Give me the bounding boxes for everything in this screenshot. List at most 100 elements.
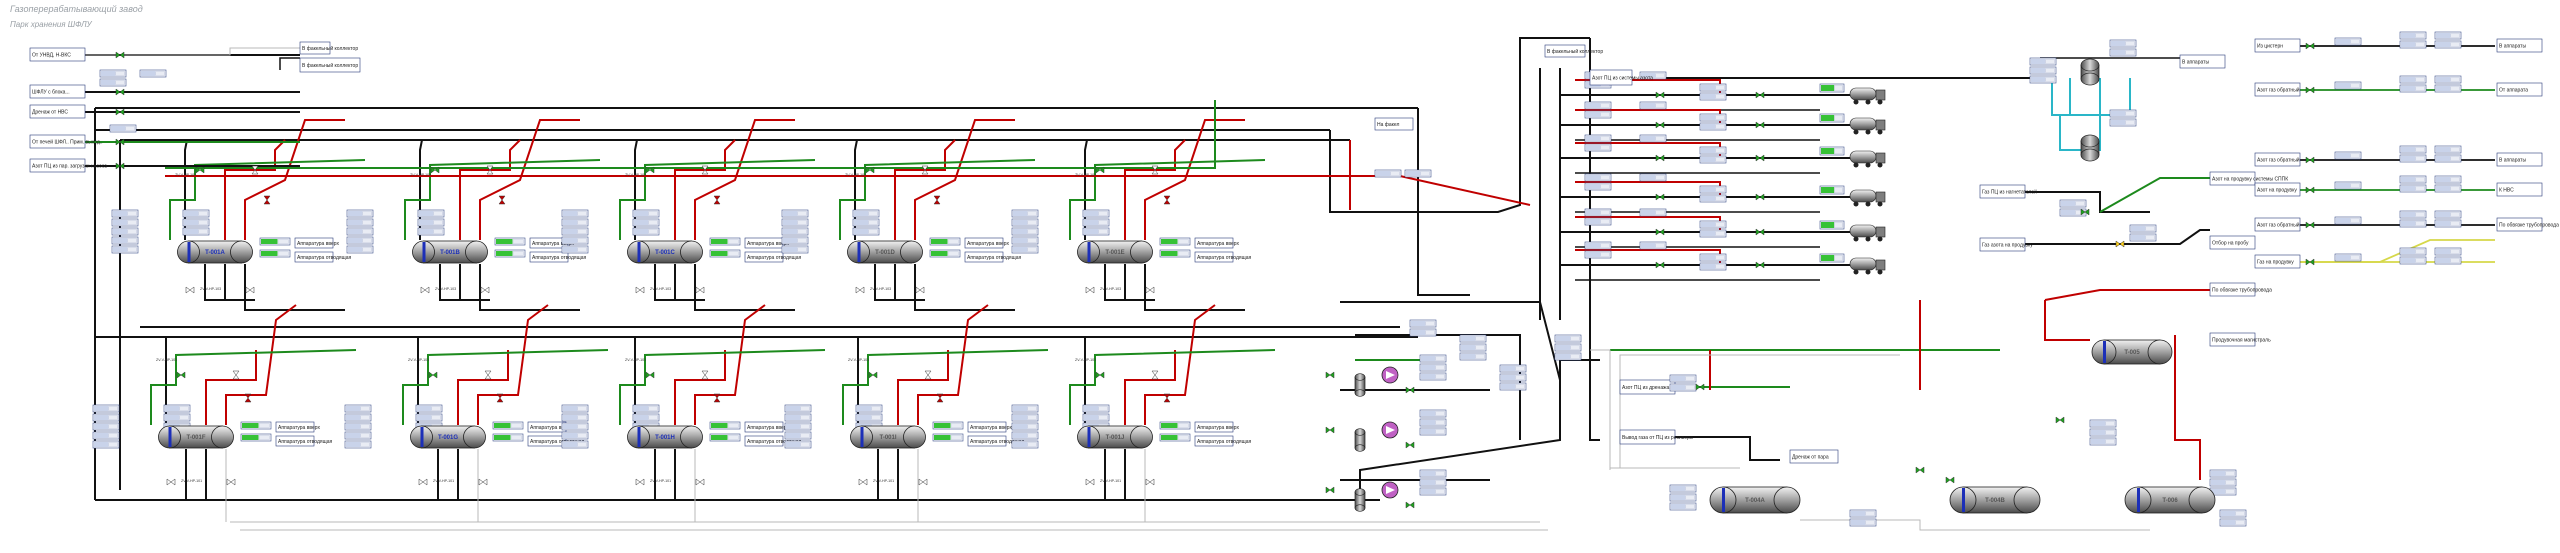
storage-tank-top-5[interactable]: T-001E	[1077, 240, 1153, 264]
pump-valve-icon[interactable]	[1325, 371, 1335, 379]
loading-instrument-box[interactable]	[1639, 134, 1667, 143]
loading-instrument-box[interactable]	[1699, 262, 1727, 271]
drain-valve-icon[interactable]	[635, 286, 645, 294]
loading-instrument-box[interactable]	[1699, 155, 1727, 164]
nitrogen-instrument-box[interactable]	[2029, 66, 2057, 75]
loading-valve-icon[interactable]	[1655, 154, 1665, 162]
tank-instrument-box[interactable]	[632, 218, 660, 227]
aux-tank-1[interactable]: T-004A	[1709, 486, 1801, 514]
line-instrument-box[interactable]	[2434, 247, 2462, 256]
storage-tank-bottom-3[interactable]: T-001H	[627, 425, 703, 449]
loading-valve-icon[interactable]	[1655, 121, 1665, 129]
tank-status-box[interactable]	[1159, 249, 1191, 258]
line-valve-icon[interactable]	[2305, 156, 2315, 164]
relief-valve-icon[interactable]	[496, 393, 504, 403]
tank-instrument-box[interactable]	[111, 209, 139, 218]
loading-instrument-box[interactable]	[1639, 208, 1667, 217]
aux-valve-icon[interactable]	[1945, 476, 1955, 484]
aux-instrument-box[interactable]	[1669, 502, 1697, 511]
safety-valve-icon[interactable]	[484, 370, 492, 380]
tank-instrument-box[interactable]	[632, 209, 660, 218]
pump-valve-icon[interactable]	[1325, 426, 1335, 434]
tank-instrument-box[interactable]	[417, 227, 445, 236]
line-instrument-box[interactable]	[2059, 199, 2087, 208]
line-valve-icon[interactable]	[2080, 208, 2090, 216]
tank-instrument-box[interactable]	[92, 431, 120, 440]
line-instrument-box[interactable]	[2434, 84, 2462, 93]
line-instrument-box[interactable]	[1374, 169, 1402, 178]
tank-instrument-box[interactable]	[346, 227, 374, 236]
safety-valve-icon[interactable]	[195, 166, 205, 174]
storage-tank-top-3[interactable]: T-001C	[627, 240, 703, 264]
tank-instrument-box[interactable]	[561, 209, 589, 218]
line-instrument-box[interactable]	[1499, 382, 1527, 391]
line-valve-icon[interactable]	[2305, 86, 2315, 94]
tank-instrument-box[interactable]	[182, 218, 210, 227]
loading-instrument-box[interactable]	[1639, 173, 1667, 182]
drain-valve-icon[interactable]	[858, 478, 868, 486]
tank-instrument-box[interactable]	[855, 404, 883, 413]
safety-valve-icon[interactable]	[701, 165, 709, 175]
tank-instrument-box[interactable]	[632, 404, 660, 413]
drain-valve-icon[interactable]	[1085, 478, 1095, 486]
pump-instrument-box[interactable]	[1419, 354, 1447, 363]
nitrogen-instrument-box[interactable]	[2029, 75, 2057, 84]
tank-instrument-box[interactable]	[784, 440, 812, 449]
tank-instrument-box[interactable]	[784, 404, 812, 413]
tank-status-box[interactable]	[932, 433, 964, 442]
nitrogen-instrument-box[interactable]	[2109, 118, 2137, 127]
tank-instrument-box[interactable]	[111, 227, 139, 236]
line-instrument-box[interactable]	[2399, 75, 2427, 84]
tank-instrument-box[interactable]	[344, 431, 372, 440]
line-instrument-box[interactable]	[1459, 334, 1487, 343]
line-instrument-box[interactable]	[2334, 216, 2362, 225]
tank-instrument-box[interactable]	[855, 413, 883, 422]
line-valve-icon[interactable]	[2115, 240, 2125, 248]
safety-valve-icon[interactable]	[1095, 371, 1105, 379]
tank-truck-icon[interactable]	[1849, 150, 1886, 168]
tank-instrument-box[interactable]	[852, 209, 880, 218]
aux-instrument-box[interactable]	[2089, 428, 2117, 437]
tank-instrument-box[interactable]	[1011, 227, 1039, 236]
storage-tank-bottom-5[interactable]: T-001J	[1077, 425, 1153, 449]
tank-instrument-box[interactable]	[852, 218, 880, 227]
tank-instrument-box[interactable]	[781, 218, 809, 227]
loading-instrument-box[interactable]	[1584, 101, 1612, 110]
storage-tank-top-2[interactable]: T-001B	[412, 240, 488, 264]
line-instrument-box[interactable]	[2399, 145, 2427, 154]
safety-valve-icon[interactable]	[176, 371, 186, 379]
tank-instrument-box[interactable]	[92, 422, 120, 431]
loading-instrument-box[interactable]	[1584, 217, 1612, 226]
loading-instrument-box[interactable]	[1699, 194, 1727, 203]
line-instrument-box[interactable]	[99, 78, 127, 87]
line-instrument-box[interactable]	[2434, 40, 2462, 49]
relief-valve-icon[interactable]	[713, 393, 721, 403]
tank-instrument-box[interactable]	[163, 413, 191, 422]
drain-valve-icon[interactable]	[695, 286, 705, 294]
loading-valve-icon[interactable]	[1655, 228, 1665, 236]
loading-status-box[interactable]	[1819, 146, 1845, 156]
tank-status-box[interactable]	[492, 433, 524, 442]
line-instrument-box[interactable]	[1499, 373, 1527, 382]
pump-instrument-box[interactable]	[1419, 427, 1447, 436]
line-instrument-box[interactable]	[2434, 75, 2462, 84]
loading-instrument-box[interactable]	[1639, 101, 1667, 110]
drain-valve-icon[interactable]	[480, 286, 490, 294]
drain-valve-icon[interactable]	[635, 478, 645, 486]
tank-instrument-box[interactable]	[1011, 422, 1039, 431]
loading-valve-icon[interactable]	[1755, 261, 1765, 269]
tank-instrument-box[interactable]	[561, 431, 589, 440]
drain-valve-icon[interactable]	[420, 286, 430, 294]
line-instrument-box[interactable]	[1554, 334, 1582, 343]
line-instrument-box[interactable]	[99, 69, 127, 78]
storage-tank-top-4[interactable]: T-001D	[847, 240, 923, 264]
drain-valve-icon[interactable]	[418, 478, 428, 486]
line-instrument-box[interactable]	[2434, 256, 2462, 265]
line-instrument-box[interactable]	[2399, 31, 2427, 40]
line-instrument-box[interactable]	[2434, 184, 2462, 193]
tank-instrument-box[interactable]	[346, 209, 374, 218]
loading-instrument-box[interactable]	[1584, 134, 1612, 143]
tank-instrument-box[interactable]	[415, 404, 443, 413]
line-instrument-box[interactable]	[139, 69, 167, 78]
drain-valve-icon[interactable]	[245, 286, 255, 294]
